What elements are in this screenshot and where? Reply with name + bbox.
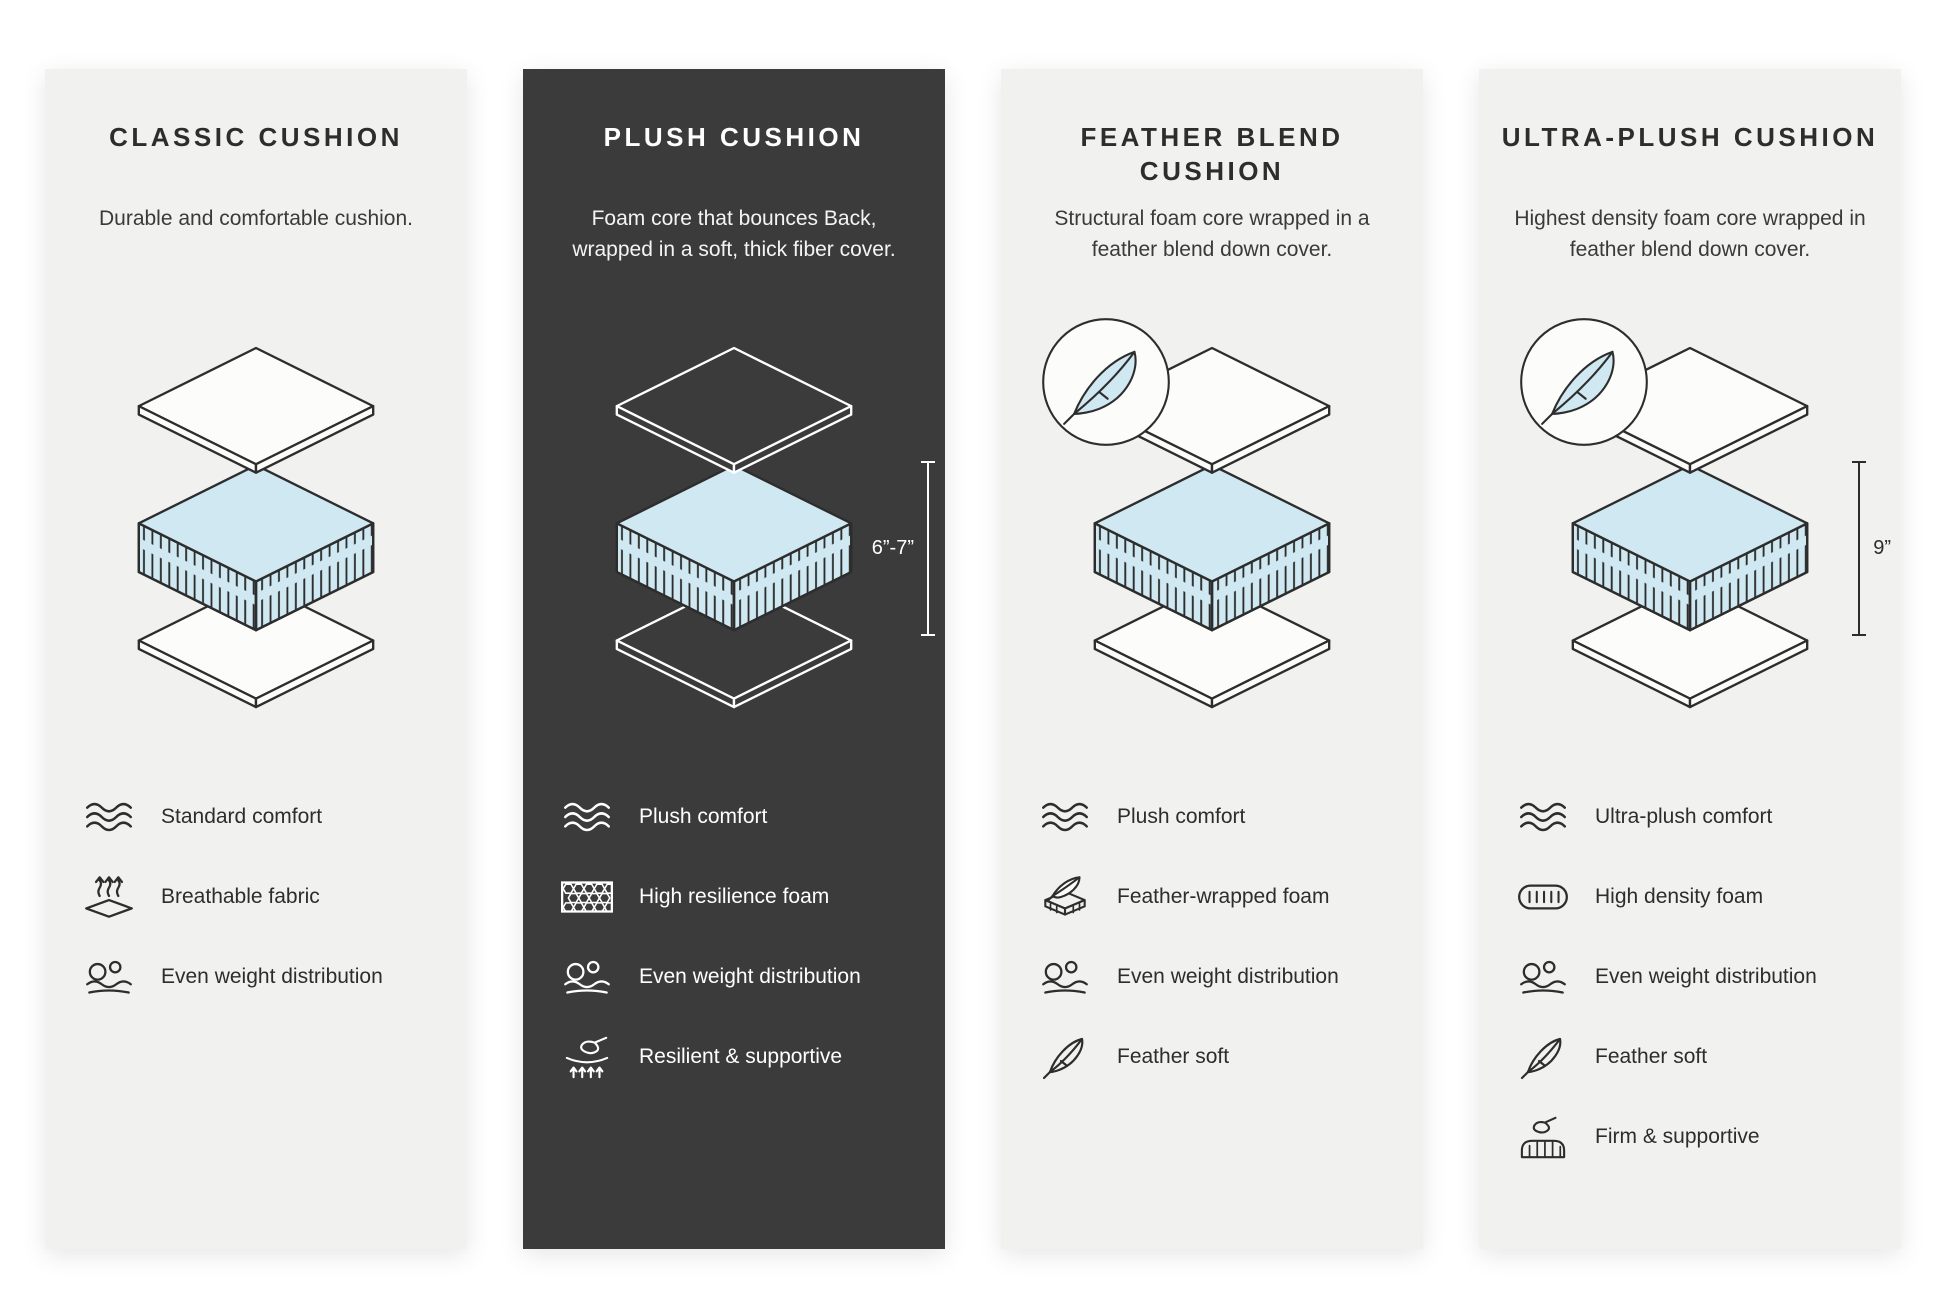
feather-badge-icon bbox=[1517, 315, 1651, 449]
cushion-diagram: 6”-7” bbox=[523, 331, 945, 743]
feature-label: Firm & supportive bbox=[1595, 1124, 1760, 1148]
comfort-waves-icon bbox=[557, 793, 617, 841]
panel-feather-blend-cushion: FEATHER BLEND CUSHION Structural foam co… bbox=[1001, 69, 1423, 1249]
feature-label: Even weight distribution bbox=[1117, 964, 1339, 988]
feature-label: High resilience foam bbox=[639, 884, 830, 908]
feature-item: Resilient & supportive bbox=[557, 1033, 911, 1081]
panel-description: Foam core that bounces Back, wrapped in … bbox=[572, 207, 896, 262]
even-weight-distribution-icon bbox=[557, 953, 617, 1001]
feature-label: Plush comfort bbox=[639, 804, 768, 828]
feather-soft-icon bbox=[1035, 1033, 1095, 1081]
feature-item: Feather-wrapped foam bbox=[1035, 873, 1389, 921]
even-weight-distribution-icon bbox=[79, 953, 139, 1001]
feature-label: Standard comfort bbox=[161, 804, 323, 828]
panel-description: Durable and comfortable cushion. bbox=[98, 207, 413, 230]
feature-item: High resilience foam bbox=[557, 873, 911, 921]
measure-line bbox=[1852, 461, 1867, 636]
comfort-waves-icon bbox=[79, 793, 139, 841]
feature-item: Even weight distribution bbox=[557, 953, 911, 1001]
cushion-diagram: 9” bbox=[1479, 331, 1901, 743]
feature-label: Even weight distribution bbox=[639, 964, 861, 988]
feature-item: Ultra-plush comfort bbox=[1513, 793, 1867, 841]
feature-label: Feather-wrapped foam bbox=[1117, 884, 1330, 908]
measure-label: 9” bbox=[1873, 537, 1891, 559]
feature-label: Feather soft bbox=[1595, 1044, 1708, 1068]
feather-soft-icon bbox=[1513, 1033, 1573, 1081]
feature-label: Feather soft bbox=[1117, 1044, 1230, 1068]
panel-ultra-plush-cushion: ULTRA-PLUSH CUSHION Highest density foam… bbox=[1479, 69, 1901, 1249]
feature-label: Resilient & supportive bbox=[639, 1044, 843, 1068]
feature-item: High density foam bbox=[1513, 873, 1867, 921]
even-weight-distribution-icon bbox=[1035, 953, 1095, 1001]
feature-label: Breathable fabric bbox=[161, 884, 320, 908]
panel-title: PLUSH CUSHION bbox=[603, 122, 865, 152]
resilient-supportive-icon bbox=[557, 1033, 617, 1081]
feature-label: High density foam bbox=[1595, 884, 1764, 908]
feature-label: Even weight distribution bbox=[1595, 964, 1817, 988]
feature-list: Plush comfort High resilience foam Even … bbox=[557, 793, 911, 1081]
even-weight-distribution-icon bbox=[1513, 953, 1573, 1001]
breathable-fabric-icon bbox=[79, 873, 139, 921]
feather-badge-icon bbox=[1039, 315, 1173, 449]
feature-item: Even weight distribution bbox=[1035, 953, 1389, 1001]
height-measurement: 9” bbox=[1852, 461, 1891, 636]
cushion-diagram bbox=[1001, 331, 1423, 743]
panel-plush-cushion: PLUSH CUSHION Foam core that bounces Bac… bbox=[523, 69, 945, 1249]
feature-item: Feather soft bbox=[1513, 1033, 1867, 1081]
high-density-foam-icon bbox=[1513, 873, 1573, 921]
panel-title: FEATHER BLEND CUSHION bbox=[1080, 122, 1344, 186]
cushion-layers-illustration bbox=[584, 331, 884, 725]
feature-item: Even weight distribution bbox=[79, 953, 433, 1001]
measure-label: 6”-7” bbox=[871, 537, 914, 559]
firm-supportive-icon bbox=[1513, 1113, 1573, 1161]
feature-list: Ultra-plush comfort High density foam Ev… bbox=[1513, 793, 1867, 1161]
feature-label: Ultra-plush comfort bbox=[1595, 804, 1773, 828]
high-resilience-foam-icon bbox=[557, 873, 617, 921]
panel-title: CLASSIC CUSHION bbox=[109, 122, 403, 152]
feature-list: Plush comfort Feather-wrapped foam Even … bbox=[1035, 793, 1389, 1081]
height-measurement: 6”-7” bbox=[872, 461, 935, 636]
feature-item: Breathable fabric bbox=[79, 873, 433, 921]
feature-item: Even weight distribution bbox=[1513, 953, 1867, 1001]
panel-title: ULTRA-PLUSH CUSHION bbox=[1501, 122, 1879, 152]
cushion-comparison-board: CLASSIC CUSHION Durable and comfortable … bbox=[45, 69, 1901, 1249]
feature-item: Firm & supportive bbox=[1513, 1113, 1867, 1161]
comfort-waves-icon bbox=[1035, 793, 1095, 841]
panel-classic-cushion: CLASSIC CUSHION Durable and comfortable … bbox=[45, 69, 467, 1249]
feature-list: Standard comfort Breathable fabric Even … bbox=[79, 793, 433, 1001]
panel-description: Highest density foam core wrapped in fea… bbox=[1514, 207, 1866, 262]
measure-line bbox=[921, 461, 935, 636]
feather-wrapped-foam-icon bbox=[1035, 873, 1095, 921]
feature-item: Standard comfort bbox=[79, 793, 433, 841]
feature-item: Plush comfort bbox=[1035, 793, 1389, 841]
feature-item: Plush comfort bbox=[557, 793, 911, 841]
feature-label: Plush comfort bbox=[1117, 804, 1246, 828]
cushion-diagram bbox=[45, 331, 467, 743]
feature-item: Feather soft bbox=[1035, 1033, 1389, 1081]
comfort-waves-icon bbox=[1513, 793, 1573, 841]
feature-label: Even weight distribution bbox=[161, 964, 383, 988]
cushion-layers-illustration bbox=[106, 331, 406, 725]
panel-description: Structural foam core wrapped in a feathe… bbox=[1054, 207, 1370, 262]
